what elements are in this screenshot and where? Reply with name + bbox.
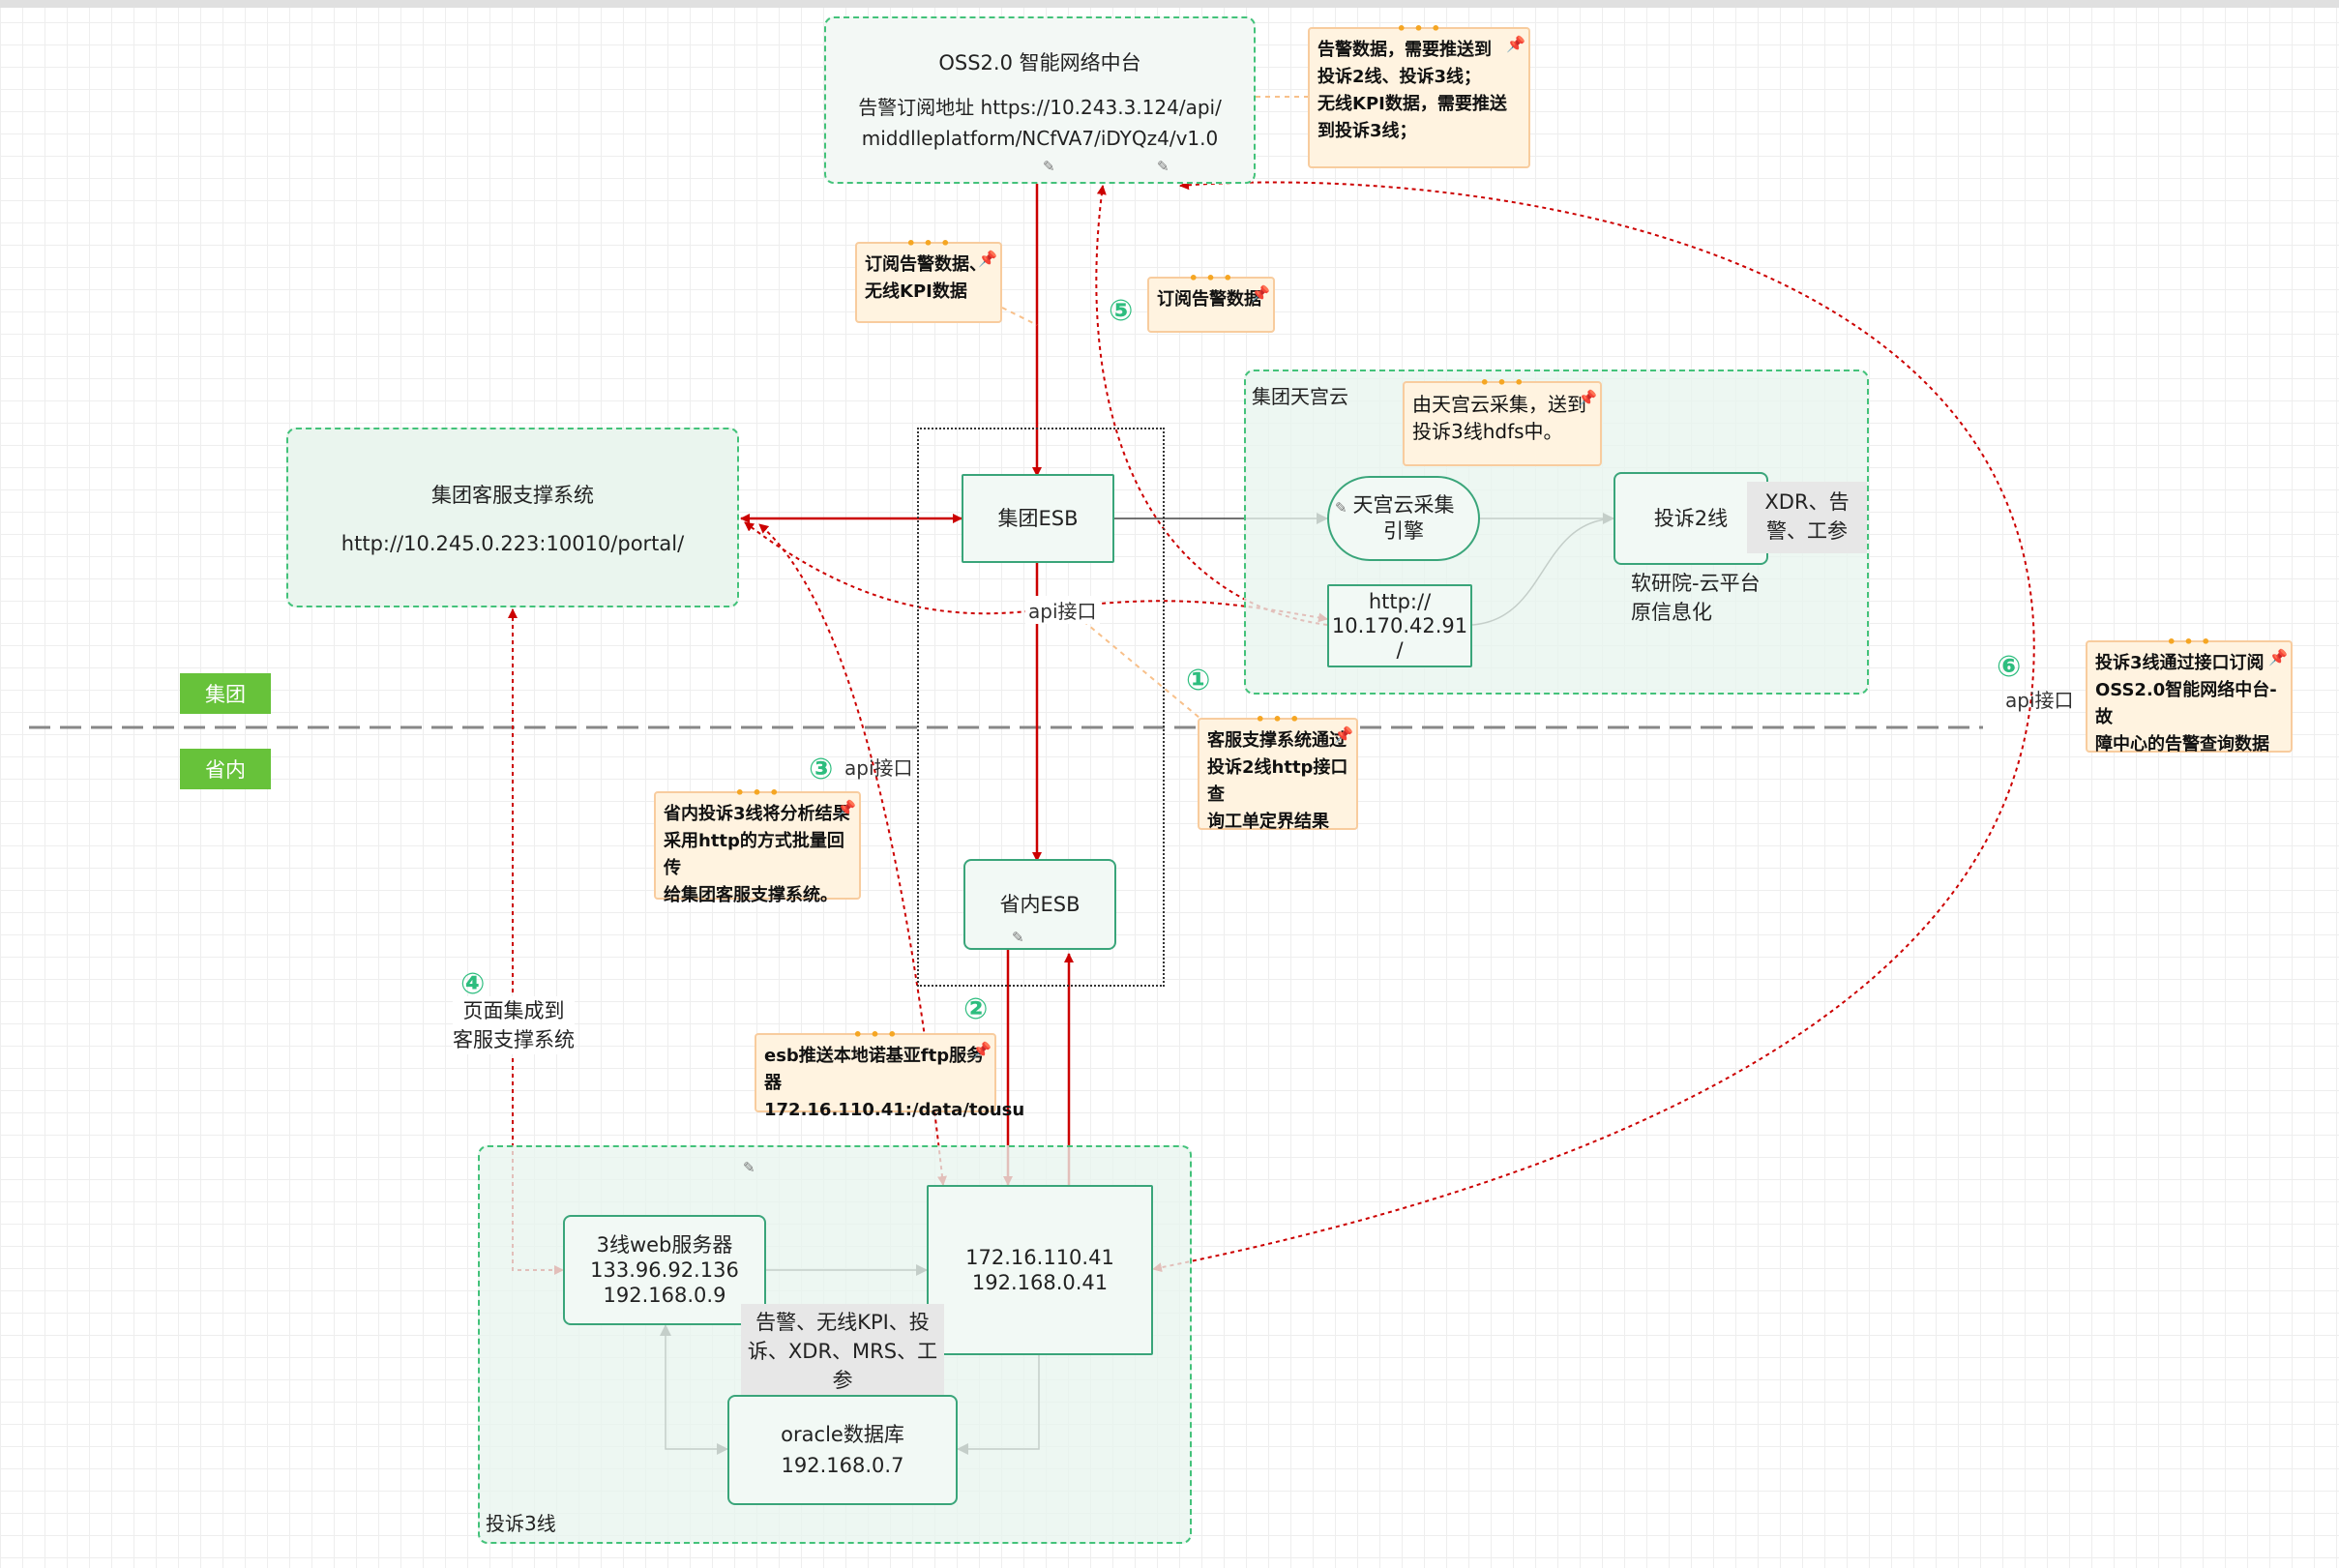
tiangong-collect-engine[interactable]: ✎ 天宫云采集 引擎 [1327,476,1480,561]
pin-icon[interactable]: 📌 [1506,35,1525,53]
oracle-database[interactable]: oracle数据库 192.168.0.7 [727,1395,958,1505]
edit-icon[interactable]: ✎ [1043,158,1055,175]
line2-data-tag: XDR、告 警、工参 [1747,482,1867,553]
drag-handle-icon[interactable]: • • • [734,784,781,802]
pin-icon[interactable]: 📌 [972,1041,992,1059]
note-esb-ftp[interactable]: • • • 📌 esb推送本地诺基亚ftp服务器 172.16.110.41:/… [755,1025,1024,1120]
note-tiangong-collect[interactable]: • • • 📌 由天宫云采集，送到 投诉3线hdfs中。 [1403,373,1602,466]
drag-handle-icon[interactable]: • • • [852,1025,899,1044]
step-3-marker: ③ [809,753,834,786]
edit-icon[interactable]: ✎ [1335,499,1347,517]
oss-title: OSS2.0 智能网络中台 [938,50,1141,74]
tiangong-group-label: 集团天宫云 [1252,385,1348,408]
note-line3-subscribe[interactable]: • • • 📌 投诉3线通过接口订阅 OSS2.0智能网络中台-故 障中心的告警… [2086,633,2293,754]
drag-handle-icon[interactable]: • • • [1479,373,1525,392]
oss-url-line2: middlleplatform/NCfVA7/iDYQz4/v1.0 [861,126,1219,150]
note-subscribe-alarm-kpi[interactable]: • • • 📌 订阅告警数据、 无线KPI数据 [855,234,1002,323]
drag-handle-icon[interactable]: • • • [905,234,952,252]
group-esb-node[interactable]: 集团ESB [962,474,1114,563]
drag-handle-icon[interactable]: • • • [2166,633,2212,651]
canvas-top-edge [0,0,2339,8]
step-4-marker: ④ [460,967,486,1001]
zone-tag-group: 集团 [180,673,271,714]
drag-handle-icon[interactable]: • • • [1188,269,1234,287]
soft-institute-label: 软研院-云平台 原信息化 [1631,572,1761,624]
edit-icon[interactable]: ✎ [1157,158,1170,175]
note-oss-push[interactable]: • • • 📌 告警数据，需要推送到 投诉2线、投诉3线； 无线KPI数据，需要… [1308,19,1530,168]
http-endpoint-node[interactable]: http:// 10.170.42.91 / [1327,584,1472,667]
api-interface-label-3: api接口 [844,756,913,780]
pin-icon[interactable]: 📌 [1334,725,1353,744]
cs-url: http://10.245.0.223:10010/portal/ [340,532,685,555]
step-2-marker: ② [963,992,989,1026]
api-interface-label-6: api接口 [2005,689,2074,712]
line3-group-label: 投诉3线 [486,1512,556,1535]
complaint-line2-node[interactable]: 投诉2线 [1614,472,1768,565]
province-esb-node[interactable]: 省内ESB ✎ [963,859,1116,950]
customer-service-system-box[interactable]: 集团客服支撑系统 http://10.245.0.223:10010/porta… [286,428,739,607]
line3-web-server[interactable]: 3线web服务器 133.96.92.136 192.168.0.9 [563,1215,766,1325]
page-integration-label: 页面集成到 客服支撑系统 [453,996,575,1054]
pin-icon[interactable]: 📌 [978,250,997,268]
pin-icon[interactable]: 📌 [837,799,856,817]
zone-tag-province: 省内 [180,749,271,789]
note-cs-query[interactable]: • • • 📌 客服支撑系统通过 投诉2线http接口查 询工单定界结果 [1198,710,1358,832]
pin-icon[interactable]: 📌 [2268,648,2288,666]
edit-icon[interactable]: ✎ [1012,929,1024,946]
step-6-marker: ⑥ [1997,650,2022,684]
step-1-marker: ① [1186,664,1211,697]
oss-url-line1: 告警订阅地址 https://10.243.3.124/api/ [858,95,1222,119]
cs-title: 集团客服支撑系统 [431,484,594,507]
drag-handle-icon[interactable]: • • • [1396,19,1442,38]
step-5-marker: ⑤ [1109,294,1134,328]
oss-platform-box[interactable]: OSS2.0 智能网络中台 告警订阅地址 https://10.243.3.12… [824,16,1256,184]
pin-icon[interactable]: 📌 [1251,284,1270,303]
drag-handle-icon[interactable]: • • • [1255,710,1301,728]
line3-main-server[interactable]: 172.16.110.41 192.168.0.41 [927,1185,1153,1355]
note-subscribe-alarm[interactable]: • • • 📌 订阅告警数据 [1147,269,1275,333]
note-line3-push[interactable]: • • • 📌 省内投诉3线将分析结果 采用http的方式批量回传 给集团客服支… [654,784,861,905]
api-interface-label: api接口 [1025,596,1100,624]
pin-icon[interactable]: 📌 [1578,389,1597,407]
line3-data-tag: 告警、无线KPI、投 诉、XDR、MRS、工 参 [741,1304,944,1399]
esb-frame [917,428,1165,987]
edit-icon[interactable]: ✎ [743,1159,755,1176]
